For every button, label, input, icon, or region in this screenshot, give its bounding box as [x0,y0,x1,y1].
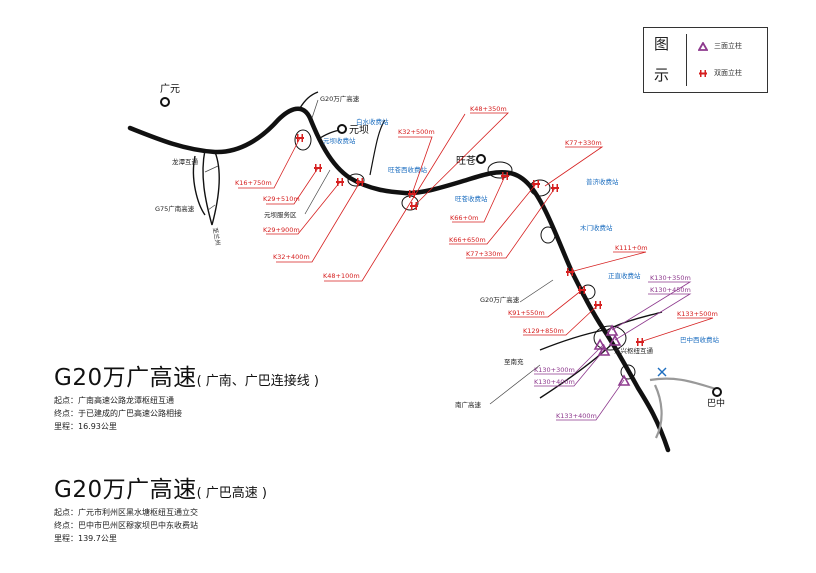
section-1-mileage: 里程：16.93公里 [54,422,117,431]
road-label-yuanba-service: 元坝服务区 [264,210,297,219]
marker-k91: K91+550m [508,309,545,317]
section-1-end: 终点：于已建成的广巴高速公路相接 [54,409,182,418]
legend-title-2: 示 [654,66,670,84]
toll-bazhong-west: 巴中西收费站 [680,335,720,344]
marker-k111: K111+0m [615,244,648,252]
legend-label: 三面立柱 [714,42,742,50]
toll-station-labels: 白水收费站 元坝收费站 旺苍西收费站 旺苍收费站 普济收费站 木门收费站 正直收… [323,117,720,344]
marker-k29-510: K29+510m [263,195,300,203]
marker-k29-900: K29+900m [263,226,300,234]
place-label: 元坝 [349,124,369,136]
marker-k66-650: K66+650m [449,236,486,244]
marker-k32-500: K32+500m [398,128,435,136]
road-label-zhi-nanchong: 至南充 [504,357,524,366]
place-label: 旺苍 [456,154,476,167]
triangle-icon [698,41,708,51]
section-1-start: 起点：广南高速公路龙潭枢纽互通 [54,396,174,405]
marker-k32-400: K32+400m [273,253,310,261]
marker-k48-350: K48+350m [470,105,507,113]
toll-wangcang: 旺苍收费站 [455,194,488,203]
place-bazhong: 巴中 [707,387,725,409]
marker-k16: K16+750m [235,179,272,187]
section-2-subtitle: ( 广巴高速 ) [196,486,268,501]
toll-yuanba: 元坝收费站 [323,136,356,145]
marker-k129: K129+850m [523,327,564,335]
place-label: 广元 [160,83,180,95]
section-2-title: G20万广高速 [54,477,197,503]
marker-k66-0: K66+0m [450,214,478,222]
purple-marker-labels: K130+350m K130+450m K130+300m K130+400m … [534,274,691,420]
marker-k77-330a: K77+330m [565,139,602,147]
toll-mumen: 木门收费站 [580,223,613,232]
legend-item-triangle: 三面立柱 [698,41,742,51]
road-label-g20-north: G20万广高速 [320,94,360,103]
marker-k77-330b: K77+330m [466,250,503,258]
place-guangyuan: 广元 [160,83,180,107]
marker-k130-350: K130+350m [650,274,691,282]
road-label-dongxing: 东兴枢纽互通 [614,346,654,355]
toll-baishui: 白水收费站 [356,117,389,126]
section-1-title: G20万广高速 [54,365,197,391]
section-1-subtitle: ( 广南、广巴连接线 ) [196,374,320,389]
red-marker-labels: K16+750m K29+510m K29+900m K32+400m K32+… [235,105,718,335]
marker-k133-500: K133+500m [677,310,718,318]
map-legend: 图 示 三面立柱 双面立柱 [643,27,768,93]
section-2-end: 终点：巴中市巴州区穆家坝巴中东收费站 [54,521,198,530]
marker-k130-400: K130+400m [534,378,575,386]
marker-k133-400: K133+400m [556,412,597,420]
legend-item-double-post: 双面立柱 [698,68,742,78]
road-leader-lines [204,99,554,405]
section-2-start: 起点：广元市利州区黑水塘枢纽互通立交 [54,508,198,517]
legend-title-1: 图 [654,35,670,53]
toll-wangcang-west: 旺苍西收费站 [388,165,428,174]
double-post-icon [699,69,707,77]
section-2-mileage: 里程：139.7公里 [54,534,117,543]
road-label-guangba: 南广高速 [455,400,482,409]
triangle-icons [593,324,631,386]
road-label-longtan: 龙潭互通 [172,157,199,166]
section-2: G20万广高速( 广巴高速 ) 起点：广元市利州区黑水塘枢纽互通立交 终点：巴中… [54,470,267,545]
interchange-loops [294,129,636,380]
toll-gate-icon [657,367,667,377]
toll-zhengzhi: 正直收费站 [608,271,641,280]
legend-divider [686,34,687,86]
road-label-g20-middle: G20万广高速 [480,295,520,304]
south-branch [539,311,663,399]
road-label-zhi-lanzhou: 至兰州 [211,227,222,246]
marker-k130-300: K130+300m [534,366,575,374]
marker-k130-450: K130+450m [650,286,691,294]
red-leader-lines [238,112,714,343]
purple-leader-lines [534,281,692,421]
section-1: G20万广高速( 广南、广巴连接线 ) 起点：广南高速公路龙潭枢纽互通 终点：于… [54,358,319,433]
legend-label: 双面立柱 [714,69,742,77]
double-post-icons [296,134,644,346]
place-label: 巴中 [707,397,725,409]
place-yuanba: 元坝 [337,124,369,136]
g75-connector [192,149,220,226]
g20-main-highway [127,106,671,453]
toll-jianxing: 普济收费站 [586,177,619,186]
marker-k48-100: K48+100m [323,272,360,280]
g20-north-branch [299,91,319,109]
place-wangcang: 旺苍 [456,154,486,167]
road-label-g75: G75广南高速 [155,204,195,213]
